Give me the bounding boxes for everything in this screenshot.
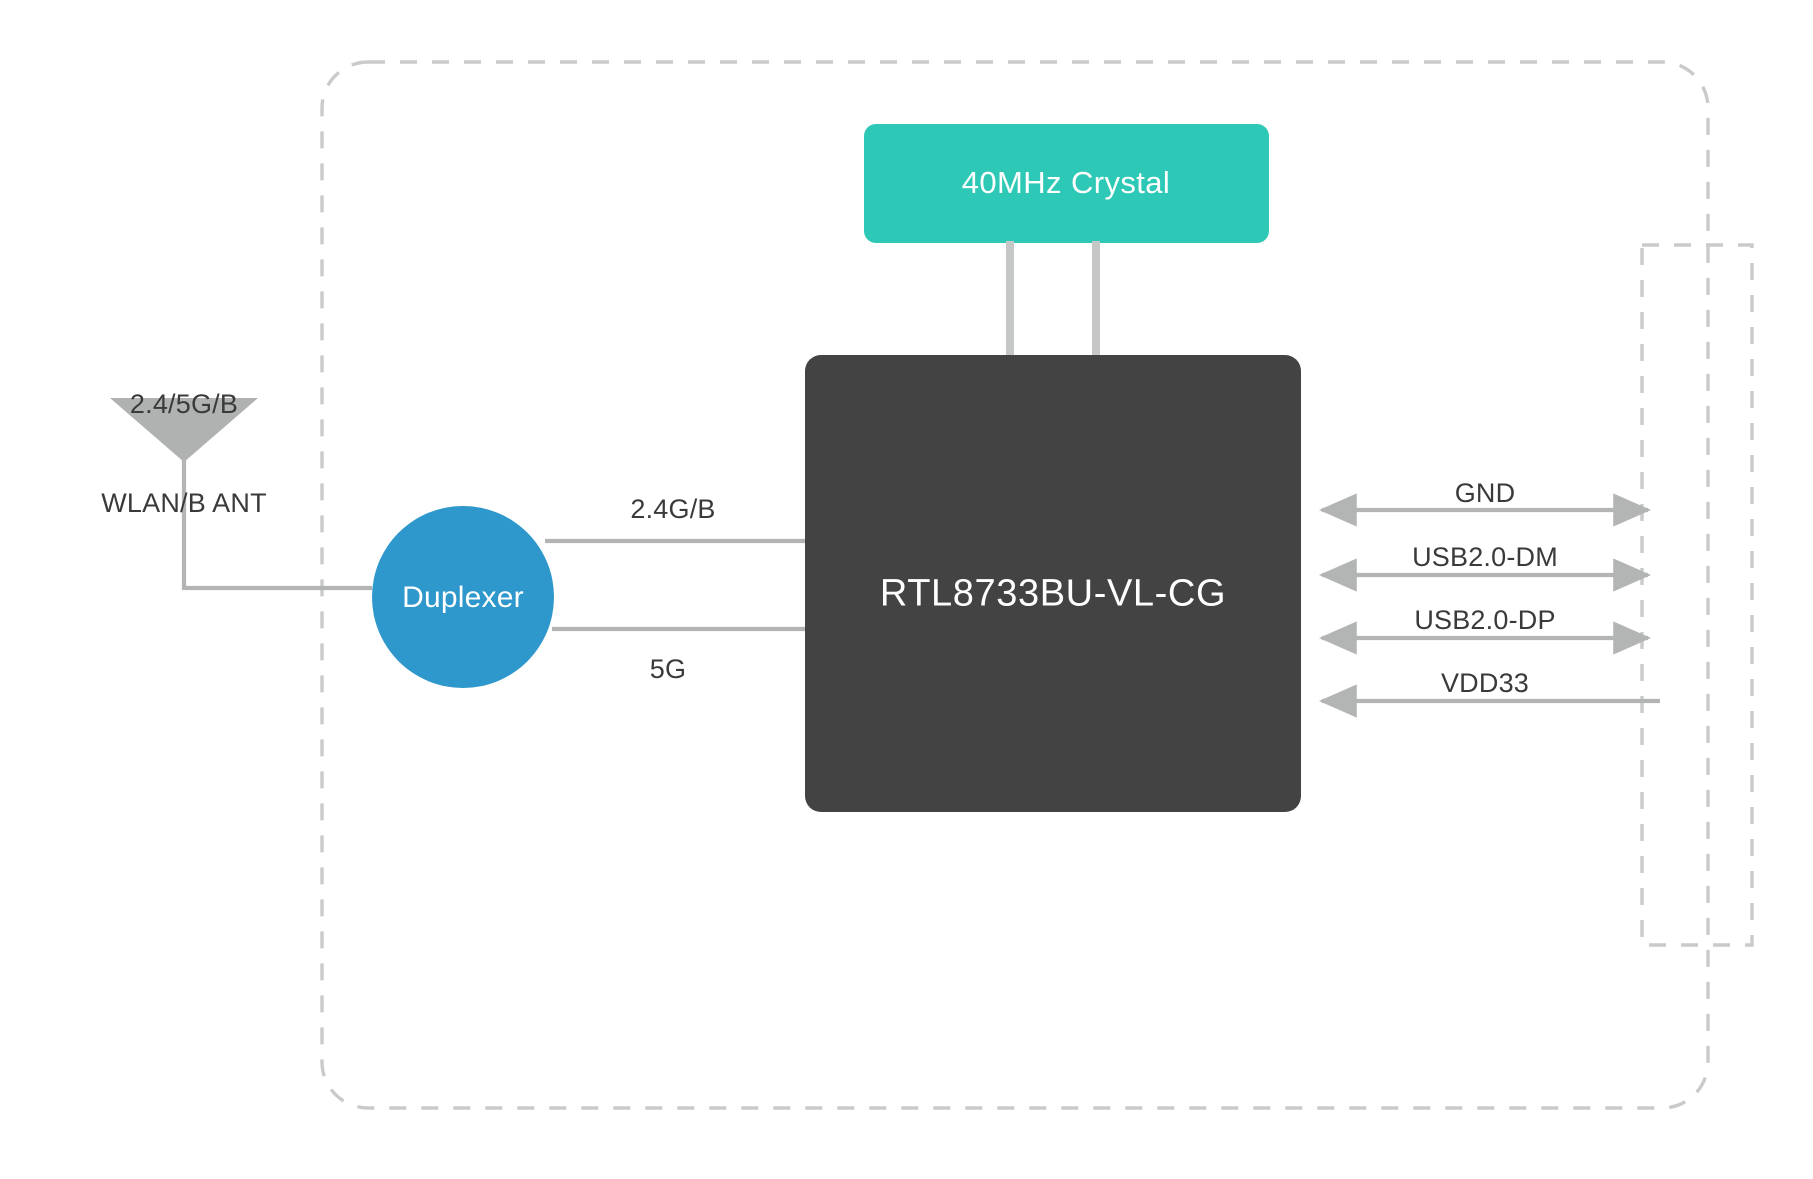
rf-link-24g-label: 2.4G/B bbox=[630, 494, 716, 524]
host-connector-outline bbox=[1640, 243, 1754, 947]
crystal-shape[interactable] bbox=[864, 124, 1269, 243]
antenna-icon bbox=[110, 398, 258, 462]
signal-usb-dm-label: USB2.0-DM bbox=[1412, 542, 1558, 572]
antenna-label-line2: WLAN/B ANT bbox=[101, 487, 267, 518]
rf-link-5g-label: 5G bbox=[649, 654, 687, 684]
antenna-label: 2.4/5G/B WLAN/B ANT bbox=[101, 322, 267, 586]
duplexer-shape[interactable] bbox=[372, 506, 554, 688]
signal-gnd-label: GND bbox=[1454, 478, 1516, 508]
antenna-label-line1: 2.4/5G/B bbox=[129, 388, 239, 419]
signal-usb-dp-label: USB2.0-DP bbox=[1414, 605, 1556, 635]
soc-shape[interactable] bbox=[805, 355, 1301, 812]
antenna-feed-wire bbox=[181, 460, 372, 591]
module-outline bbox=[320, 60, 1710, 1110]
signal-vdd33-label: VDD33 bbox=[1440, 668, 1530, 698]
